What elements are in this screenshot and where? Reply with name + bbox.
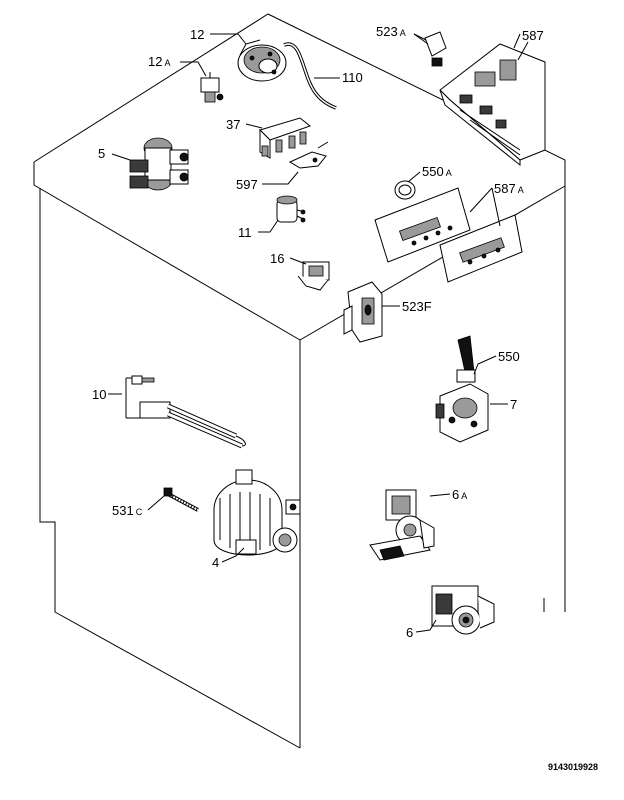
label-11: 11: [238, 225, 252, 240]
part-110-hose: [283, 42, 337, 110]
label-7: 7: [510, 397, 517, 412]
part-597-clip: [288, 141, 329, 169]
part-7-selector-switch: [435, 383, 489, 443]
part-6a-drain-pump: [369, 489, 435, 561]
label-16: 16: [270, 251, 284, 266]
part-523a-connector: [413, 31, 447, 67]
part-10-heating-element: [125, 375, 246, 449]
part-12-pressure-switch: [237, 39, 287, 82]
part-5-inlet-valve: [129, 137, 189, 191]
label-6: 6: [406, 625, 413, 640]
part-550-lever: [456, 335, 476, 383]
part-4-drain-pump-motor: [213, 469, 301, 556]
label-4: 4: [212, 555, 219, 570]
label-10: 10: [92, 387, 106, 402]
label-12: 12: [190, 27, 204, 42]
part-550a-o-ring: [394, 180, 416, 200]
part-16-filter: [297, 261, 330, 291]
leader-lines: [108, 33, 521, 633]
document-id: 9143019928: [548, 762, 598, 772]
part-6-pump: [431, 585, 495, 635]
label-5: 5: [98, 146, 105, 161]
label-110: 110: [342, 70, 363, 85]
part-11-capacitor: [276, 195, 306, 223]
part-12a-valve: [200, 72, 224, 103]
label-597: 597: [236, 177, 258, 192]
cabinet-outline: [33, 13, 566, 749]
part-37-terminal-block: [259, 117, 312, 159]
part-587-control-module: [439, 41, 546, 167]
label-587: 587: [522, 28, 544, 43]
part-531c-bolt: [163, 487, 199, 512]
part-587a-pcb-boards: [374, 187, 523, 283]
label-37: 37: [226, 117, 240, 132]
part-523f-door-lock: [343, 281, 383, 343]
label-550: 550: [498, 349, 520, 364]
label-523f: 523F: [402, 299, 432, 314]
